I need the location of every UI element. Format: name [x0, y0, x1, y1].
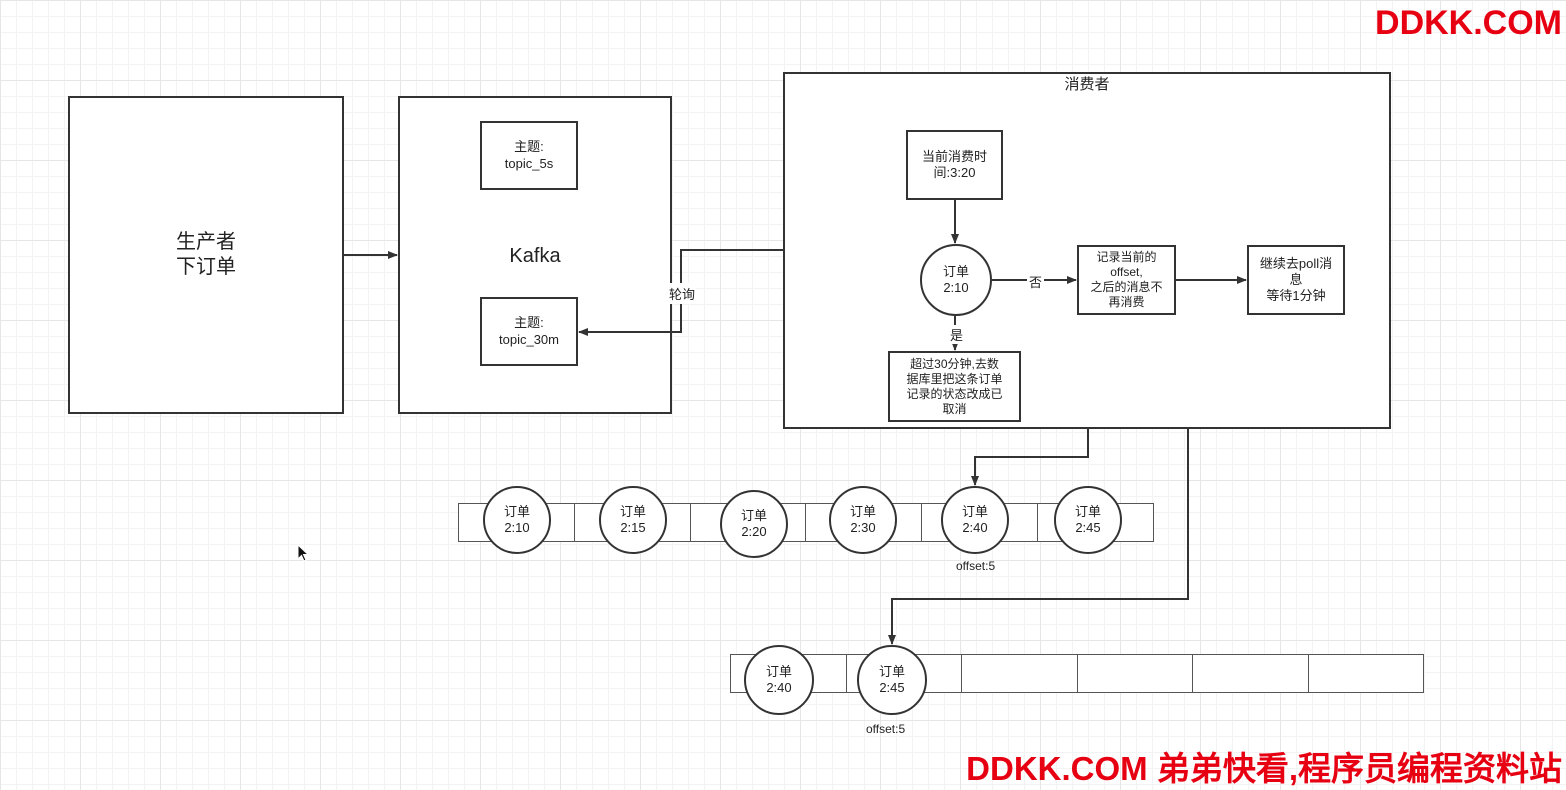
- order-decision-circle: 订单 2:10: [920, 244, 992, 316]
- arrow-consumer-to-queue1: [971, 429, 1089, 486]
- queue-cell: [691, 504, 807, 541]
- watermark-bottom: DDKK.COM 弟弟快看,程序员编程资料站: [966, 750, 1562, 787]
- queue1-order-1: 订单 2:10: [483, 486, 551, 554]
- current-time-box: 当前消费时 间:3:20: [906, 130, 1003, 200]
- poll-label: 轮询: [668, 283, 697, 304]
- queue-row-1: [458, 503, 1154, 542]
- queue-cell: [731, 655, 847, 692]
- topic-30m-box: 主题: topic_30m: [480, 297, 578, 366]
- continue-poll-box: 继续去poll消 息 等待1分钟: [1247, 245, 1345, 315]
- queue-cell: [806, 504, 923, 541]
- queue-cell: [847, 655, 962, 692]
- queue-row-2: [730, 654, 1424, 693]
- queue1-order-5: 订单 2:40: [941, 486, 1009, 554]
- queue2-order-1: 订单 2:40: [744, 645, 814, 715]
- yes-branch-label: 是: [948, 325, 966, 344]
- consumer-title: 消费者: [1064, 75, 1110, 93]
- record-offset-label: 记录当前的 offset, 之后的消息不 再消费: [1090, 250, 1163, 309]
- queue-cell: [922, 504, 1039, 541]
- continue-poll-label: 继续去poll消 息 等待1分钟: [1259, 255, 1333, 304]
- record-offset-box: 记录当前的 offset, 之后的消息不 再消费: [1077, 245, 1176, 315]
- topic-5s-box: 主题: topic_5s: [480, 121, 578, 190]
- queue-cell: [1078, 655, 1193, 692]
- no-branch-label: 否: [1027, 272, 1045, 291]
- topic-30m-label: 主题: topic_30m: [499, 315, 559, 347]
- queue1-offset-label: offset:5: [956, 559, 996, 573]
- mouse-cursor-icon: [297, 544, 309, 562]
- cancel-order-label: 超过30分钟,去数 据库里把这条订单 记录的状态改成已 取消: [906, 356, 1003, 416]
- queue-cell: [962, 655, 1078, 692]
- queue1-order-6: 订单 2:45: [1054, 486, 1122, 554]
- queue-cell: [1193, 655, 1309, 692]
- queue-cell: [459, 504, 575, 541]
- queue1-order-3: 订单 2:20: [720, 490, 788, 558]
- current-time-label: 当前消费时 间:3:20: [921, 148, 987, 180]
- cancel-order-box: 超过30分钟,去数 据库里把这条订单 记录的状态改成已 取消: [888, 351, 1021, 422]
- arrow-consumer-to-queue2: [888, 429, 1189, 645]
- producer-box: 生产者 下订单: [68, 96, 344, 414]
- producer-label: 生产者 下订单: [176, 231, 236, 278]
- queue2-order-2: 订单 2:45: [857, 645, 927, 715]
- queue1-order-4: 订单 2:30: [829, 486, 897, 554]
- watermark-top: DDKK.COM: [1375, 4, 1562, 42]
- topic-5s-label: 主题: topic_5s: [504, 139, 554, 171]
- queue2-offset-label: offset:5: [866, 722, 906, 736]
- kafka-title: Kafka: [509, 244, 561, 267]
- queue-cell: [575, 504, 691, 541]
- queue1-order-2: 订单 2:15: [599, 486, 667, 554]
